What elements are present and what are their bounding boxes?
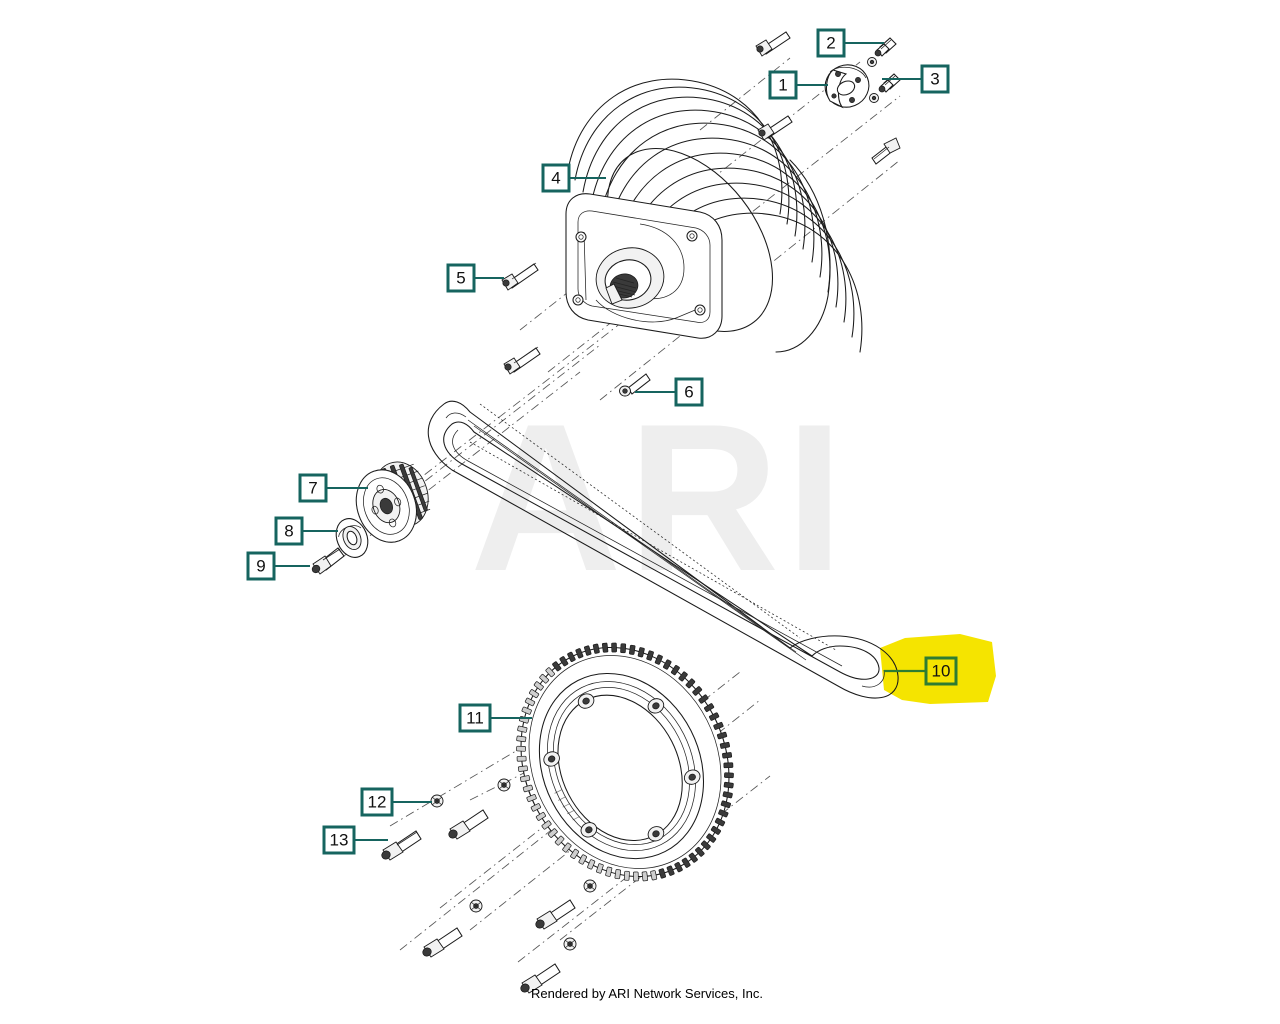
part-drive-pulley-sprocket: [355, 461, 431, 543]
part-hub-bolt-lower: [878, 73, 901, 93]
part-ring-gear-cap-screw-5: [520, 963, 561, 994]
part-pulley-retaining-washer: [335, 518, 369, 558]
callout-box-9[interactable]: [246, 551, 276, 581]
callout-3[interactable]: 3: [882, 64, 950, 94]
callout-6[interactable]: 6: [635, 377, 704, 407]
callout-number-2: 2: [826, 33, 835, 52]
callout-number-7: 7: [308, 478, 317, 497]
part-hub-lock-washer-upper: [867, 57, 877, 67]
callout-number-12: 12: [368, 792, 387, 811]
callout-12[interactable]: 12: [360, 787, 432, 817]
part-hub-bolt-upper: [874, 37, 897, 57]
part-pulley-retaining-bolt: [311, 547, 345, 575]
callout-number-3: 3: [930, 69, 939, 88]
part-motor-mount-bolt-b: [503, 346, 541, 375]
part-ring-gear-lock-washer-4: [583, 879, 597, 893]
callout-box-10[interactable]: [924, 656, 958, 686]
part-ring-gear-cap-screw-1: [381, 830, 422, 861]
footer-credit-text: Rendered by ARI Network Services, Inc.: [531, 986, 763, 1001]
callout-number-1: 1: [778, 75, 787, 94]
callout-4[interactable]: 4: [541, 163, 606, 193]
callout-box-12[interactable]: [360, 787, 394, 817]
callout-11[interactable]: 11: [458, 703, 532, 733]
part-motor-mount-bolt-d: [757, 115, 793, 141]
footer-credit: Rendered by ARI Network Services, Inc.: [531, 985, 763, 1003]
callout-box-7[interactable]: [298, 473, 328, 503]
ari-watermark: ARI: [470, 380, 850, 615]
part-ring-gear-lock-washer-1: [430, 794, 444, 808]
callout-box-8[interactable]: [274, 516, 304, 546]
part-ring-gear-lock-washer-2: [497, 778, 511, 792]
part-ring-gear-cap-screw-3: [422, 927, 463, 958]
part-motor-mount-bolt-a: [501, 262, 539, 291]
part-ring-gear-lock-washer-3: [469, 899, 483, 913]
callout-number-4: 4: [551, 168, 560, 187]
callout-8[interactable]: 8: [274, 516, 338, 546]
part-ring-gear-cap-screw-2: [448, 809, 489, 840]
callout-box-11[interactable]: [458, 703, 492, 733]
part-motor-housing-bolt-e: [871, 137, 901, 165]
part-hub-lock-washer-lower: [869, 93, 879, 103]
callout-number-10: 10: [932, 661, 951, 680]
callout-box-4[interactable]: [541, 163, 571, 193]
part-motor-mount-bolt-c: [755, 31, 791, 57]
callout-box-5[interactable]: [446, 263, 476, 293]
callout-number-11: 11: [466, 708, 484, 727]
part-driven-ring-gear: [516, 642, 734, 882]
part-electric-motor-housing: [565, 78, 863, 353]
callout-5[interactable]: 5: [446, 263, 504, 293]
callout-13[interactable]: 13: [322, 825, 388, 855]
callout-number-9: 9: [256, 556, 265, 575]
callout-box-1[interactable]: [768, 70, 798, 100]
callout-box-3[interactable]: [920, 64, 950, 94]
part-drive-hub-coupling: [824, 64, 870, 109]
part-motor-cover-screw: [619, 373, 651, 397]
part-ring-gear-lock-washer-5: [563, 937, 577, 951]
callout-box-13[interactable]: [322, 825, 356, 855]
callout-2[interactable]: 2: [816, 28, 884, 58]
callout-number-5: 5: [456, 268, 465, 287]
callout-box-6[interactable]: [674, 377, 704, 407]
callout-number-13: 13: [330, 830, 349, 849]
callout-1[interactable]: 1: [768, 70, 828, 100]
callout-9[interactable]: 9: [246, 551, 310, 581]
callout-number-8: 8: [284, 521, 293, 540]
callout-number-6: 6: [684, 382, 693, 401]
watermark-text: ARI: [470, 380, 850, 615]
callout-10[interactable]: 10: [884, 656, 958, 686]
callout-7[interactable]: 7: [298, 473, 368, 503]
callout-box-2[interactable]: [816, 28, 846, 58]
part-drive-belt: [427, 400, 899, 699]
part-ring-gear-cap-screw-4: [535, 899, 576, 930]
